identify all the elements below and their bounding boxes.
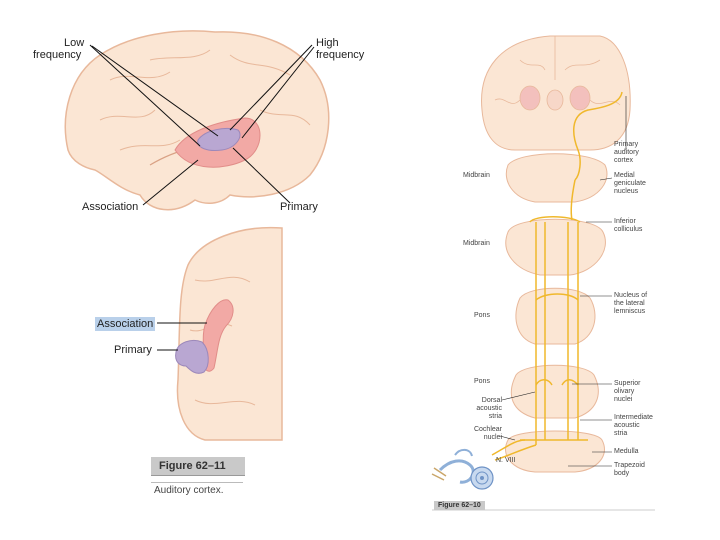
label-medial-geniculate: Medial geniculate nucleus [614, 172, 646, 196]
label-midbrain-2: Midbrain [463, 240, 490, 248]
label-dorsal-acoustic-stria: Dorsal acoustic stria [470, 397, 502, 421]
label-midbrain-1: Midbrain [463, 172, 490, 180]
label-intermediate-acoustic-stria: Intermediate acoustic stria [614, 414, 653, 438]
association-label-section: Association [95, 317, 155, 331]
label-trapezoid-body: Trapezoid body [614, 462, 645, 478]
midbrain-upper [506, 154, 607, 202]
label-medulla: Medulla [614, 448, 639, 456]
caption-rule [151, 482, 243, 483]
label-inferior-colliculus: Inferior colliculus [614, 218, 642, 234]
label-n-viii: N. VIII [496, 457, 515, 465]
label-superior-olivary: Superior olivary nuclei [614, 380, 640, 404]
coronal-section [177, 228, 282, 440]
figure-label-left: Figure 62–11 [151, 457, 245, 476]
high-frequency-label: High frequency [316, 37, 364, 61]
association-label-top: Association [82, 201, 138, 213]
label-primary-auditory-cortex: Primary auditory cortex [614, 141, 639, 165]
label-cochlear-nuclei: Cochlear nuclei [466, 426, 502, 442]
figure-label-right: Figure 62–10 [434, 501, 485, 510]
figure-caption-left: Auditory cortex. [154, 485, 223, 497]
low-frequency-label: Low frequency [60, 37, 84, 61]
pons-lower [511, 365, 598, 418]
label-pons-1: Pons [474, 312, 490, 320]
primary-label-section: Primary [114, 344, 152, 356]
cochlea-icon [432, 450, 493, 489]
primary-label-top: Primary [280, 201, 318, 213]
label-nucleus-lateral-lemniscus: Nucleus of the lateral lemniscus [614, 292, 647, 316]
label-pons-2: Pons [474, 378, 490, 386]
pons-upper [516, 288, 595, 344]
midbrain-lower [506, 219, 606, 275]
lateral-brain [65, 31, 328, 210]
